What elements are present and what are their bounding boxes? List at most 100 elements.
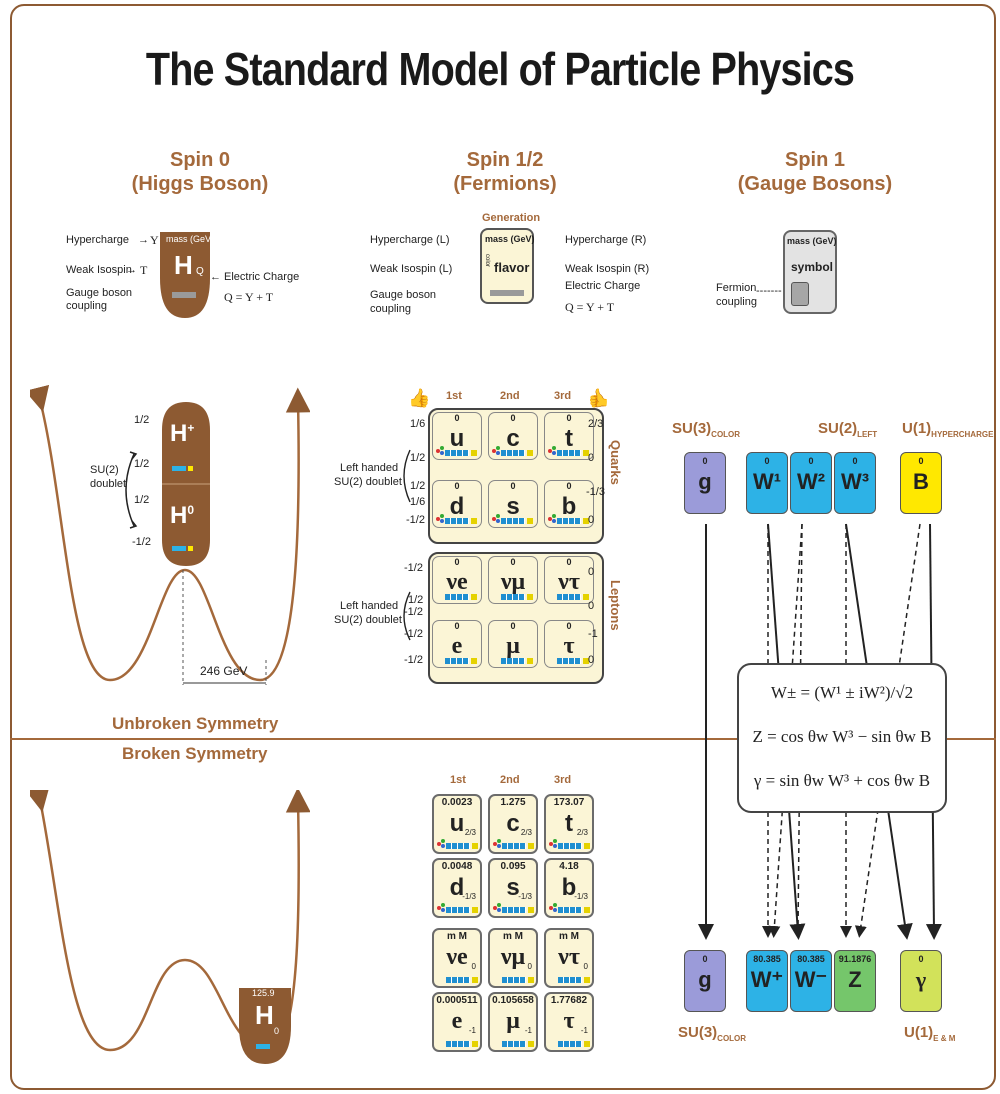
spin1-subtitle: (Gauge Bosons) [737,173,893,195]
higgs-doublet-label-2: doublet [90,478,127,490]
boson-fermion-coupling-2: coupling [716,296,757,308]
fermion-mass: 0.0023 [441,797,473,808]
fermion-symbol: τ [563,633,575,659]
higgs-legend-mass: mass (GeV) [166,234,215,244]
higgs-broken-sub: 0 [274,1026,280,1036]
fermion-mass: 0 [510,413,516,423]
spin-half-header: Spin 1/2 (Fermions) [420,148,590,196]
higgs-doublet-arrow [125,451,138,529]
coupling-chip [501,518,525,524]
coupling-chip [501,450,525,456]
higgs-y-label: Y [150,233,159,247]
lepton-left-frac-3: -1/2 [404,606,423,618]
fermion-charge: 0 [583,962,588,971]
fermion-symbol: d [449,874,465,901]
boson-mass: 0 [852,456,858,466]
spin1-header: Spin 1 (Gauge Bosons) [730,148,900,196]
hypercharge-chip [527,594,533,600]
fermion-isospin-r: Weak Isospin (R) [565,263,650,275]
spin0-header: Spin 0 (Higgs Boson) [120,148,280,196]
higgs-doublet-shape [162,402,210,566]
page-title: The Standard Model of Particle Physics [145,43,855,95]
right-thumb-icon: 👍 [588,388,611,408]
fermion-symbol: νμ [500,944,526,970]
hypercharge-chip [472,907,478,913]
lepton-doublet-arrow [403,591,411,641]
fermion-charge: 2/3 [576,828,588,837]
hypercharge-chip [527,450,533,456]
boson-legend-mass: mass (GeV) [787,236,837,246]
photon-formula: γ = sin θw W³ + cos θw B [753,771,931,790]
boson-symbol: W⁻ [794,967,828,992]
boson-legend-tile: mass (GeV) symbol [783,230,837,314]
fermion-mass: 0.000511 [436,995,478,1006]
boson-mass: 91.1876 [838,954,872,964]
quark-left-frac-3: 1/2 [410,480,426,492]
u1-em-label: U(1)E & M [904,1024,956,1043]
fermion-symbol: s [506,874,520,901]
higgs-broken-chip [256,1044,270,1049]
coupling-chip [446,1041,470,1047]
higgs-frac-1: 1/2 [134,414,150,426]
higgs-zero-chip [172,546,186,551]
hypercharge-chip [471,450,477,456]
hypercharge-chip [583,658,589,664]
color-charge-icon [549,903,558,912]
quark-doublet-label-2: SU(2) doublet [334,476,402,488]
fermion-symbol: e [451,1008,463,1034]
fermion-generation-label: Generation [482,212,541,224]
broken-generation-1: 1st [450,774,466,786]
spin0-title: Spin 0 [169,149,230,171]
quark-right-frac-1: 2/3 [588,418,604,430]
higgs-plus-chip-y [188,466,193,471]
coupling-chip [502,1041,526,1047]
lepton-left-frac-1: -1/2 [404,562,423,574]
boson-symbol: W⁺ [750,967,784,992]
spin0-subtitle: (Higgs Boson) [131,173,269,195]
higgs-zero-chip-y [188,546,193,551]
fermion-symbol: τ [563,1008,575,1034]
color-charge-icon [548,446,557,455]
higgs-mexican-hat-potential [30,384,310,685]
coupling-chip [445,658,469,664]
boson-symbol: W³ [840,469,870,494]
fermion-mass: 0 [566,413,572,423]
fermion-legend-flavor: flavor [494,260,530,275]
coupling-chip [558,907,582,913]
su3-color-top-label: SU(3)COLOR [672,420,741,439]
fermion-mass: 0 [454,413,460,423]
fermion-gauge-coupling: Gauge boson [370,289,437,301]
hypercharge-chip [471,594,477,600]
color-charge-icon [436,514,445,523]
quark-left-frac-5: -1/2 [406,514,425,526]
fermion-mass: m M [503,931,523,942]
hypercharge-chip [528,977,534,983]
fermion-mass: 0 [454,557,460,567]
boson-symbol: W² [796,469,826,494]
boson-mass: 80.385 [797,954,825,964]
boson-fermion-coupling: Fermion [716,282,757,294]
boson-symbol: B [913,469,929,494]
symmetry-divider [10,738,996,740]
fermion-mass: 0.0048 [441,861,473,872]
lepton-left-frac-2: 1/2 [408,594,424,606]
hypercharge-chip [471,518,477,524]
coupling-chip [557,450,581,456]
spin-half-subtitle: (Fermions) [453,173,557,195]
boson-symbol: W¹ [752,469,782,494]
fermion-mass: 0.105658 [492,995,534,1006]
fermion-symbol: νe [446,944,468,970]
fermion-hypercharge-l: Hypercharge (L) [370,234,450,246]
lepton-doublet-label-2: SU(2) doublet [334,614,402,626]
hypercharge-chip [583,594,589,600]
